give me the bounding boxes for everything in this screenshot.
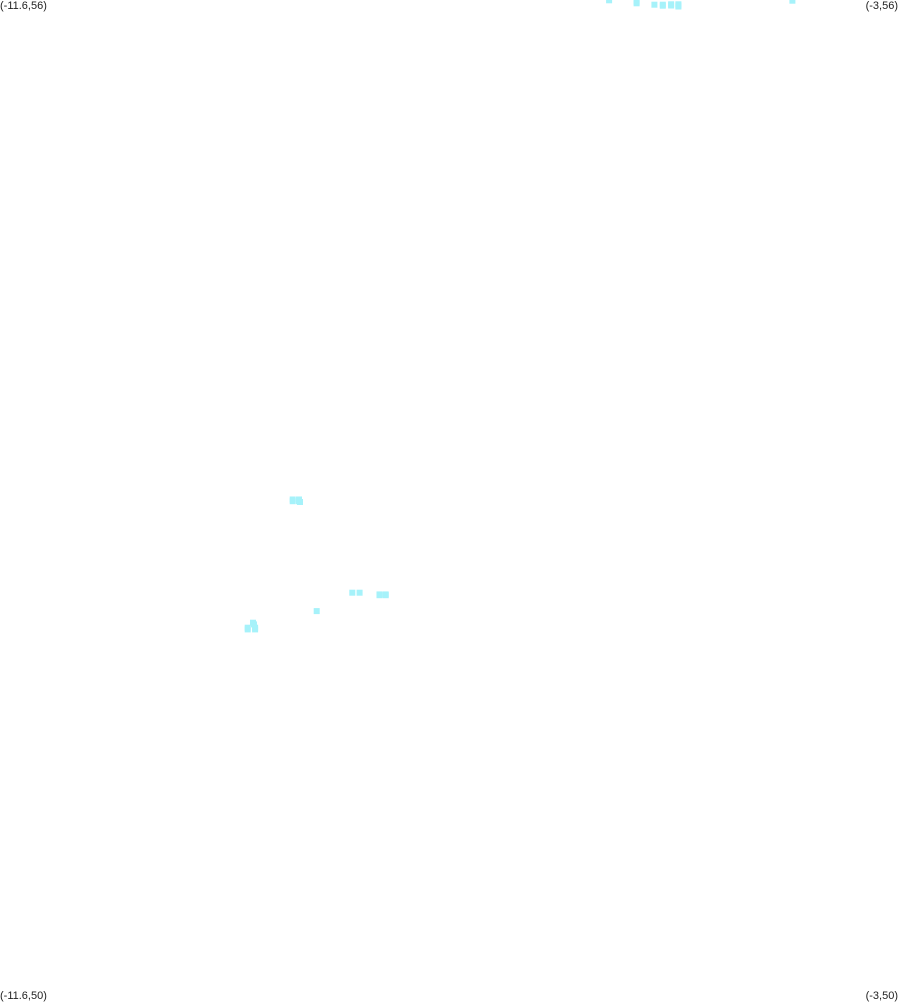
data-point: [633, 0, 640, 7]
data-point: [313, 608, 320, 615]
data-point: [659, 2, 666, 9]
data-point: [668, 2, 675, 9]
data-point: [356, 589, 363, 596]
data-point: [297, 499, 303, 505]
data-point: [252, 626, 259, 633]
data-point: [289, 498, 296, 505]
corner-label-top-left: (-11.6,56): [0, 0, 47, 12]
data-point: [606, 0, 613, 4]
data-point: [675, 3, 682, 10]
data-point: [651, 1, 658, 8]
data-point: [376, 592, 383, 599]
data-point: [244, 626, 251, 633]
data-point: [382, 592, 389, 599]
corner-label-bottom-right: (-3,50): [865, 990, 898, 1002]
data-point: [789, 0, 796, 4]
data-point: [349, 589, 356, 596]
data-point: [251, 621, 257, 628]
corner-label-top-right: (-3,56): [865, 0, 898, 12]
corner-label-bottom-left: (-11.6,50): [0, 990, 47, 1002]
